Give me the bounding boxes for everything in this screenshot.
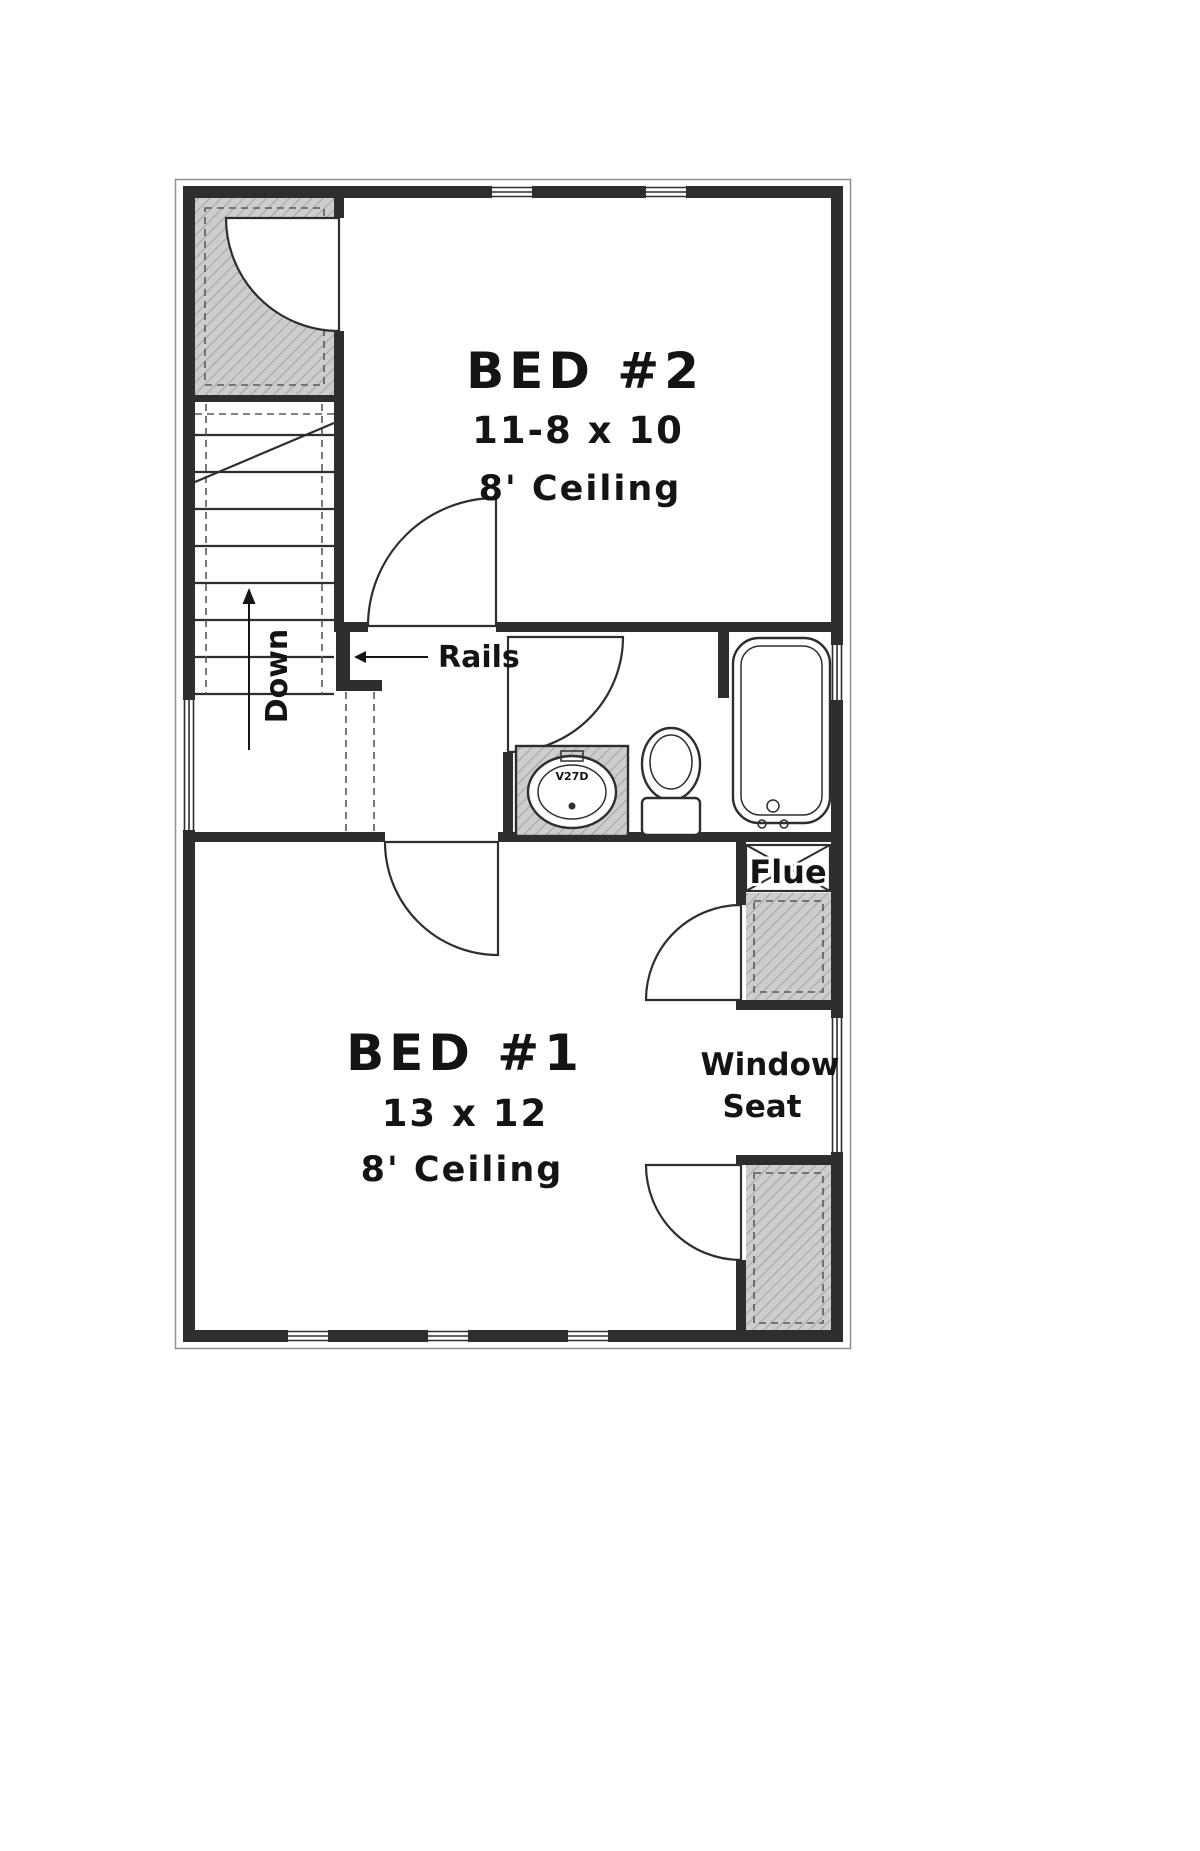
window-top-2 xyxy=(646,186,686,198)
tub-faucet-knob xyxy=(757,819,767,829)
door-swing-closet-upper-right xyxy=(644,903,743,1002)
wall xyxy=(183,1330,288,1342)
rails-label: Rails xyxy=(438,640,520,675)
sink-faucet xyxy=(560,750,584,762)
wall xyxy=(831,1152,843,1342)
wall xyxy=(831,186,843,645)
flue-x xyxy=(745,844,831,892)
wall xyxy=(736,842,746,905)
wall xyxy=(532,186,646,198)
tub-rim xyxy=(731,636,832,825)
wall xyxy=(183,832,385,842)
bed2-name: BED #2 xyxy=(466,342,704,400)
down-arrow-head xyxy=(242,588,256,604)
staircase: Down xyxy=(194,404,335,750)
bed2-ceiling: 8' Ceiling xyxy=(479,469,682,509)
wall xyxy=(686,186,843,198)
wall-tub-stub xyxy=(718,632,729,698)
toilet-bowl-inner xyxy=(649,734,693,790)
interior-walls xyxy=(183,186,843,1331)
wall xyxy=(328,1330,428,1342)
wall xyxy=(496,622,843,632)
room-labels: BED #2 11-8 x 10 8' Ceiling BED #1 13 x … xyxy=(346,342,839,1190)
bed1-ceiling: 8' Ceiling xyxy=(361,1150,564,1190)
wall xyxy=(183,830,195,1342)
door-swing-closet-lower-right xyxy=(644,1163,743,1262)
door-swing-bed1 xyxy=(383,840,500,957)
bed2-dimensions: 11-8 x 10 xyxy=(472,409,684,452)
bed1-dimensions: 13 x 12 xyxy=(382,1092,549,1135)
wall xyxy=(736,1260,746,1331)
window-bottom-2 xyxy=(428,1330,468,1342)
flue-chase: Flue xyxy=(744,843,832,894)
bathtub xyxy=(731,636,832,829)
wall xyxy=(183,186,195,700)
door-swing-bathroom xyxy=(506,635,625,754)
window-bottom-1 xyxy=(288,1330,328,1342)
window-top-1 xyxy=(492,186,532,198)
vanity-sink: V27D xyxy=(514,744,630,838)
window-left-landing xyxy=(183,700,195,830)
wall xyxy=(334,186,344,218)
rail-bar xyxy=(336,680,382,691)
window-seat-label-line1: Window xyxy=(700,1047,839,1083)
rails-leader-arrow xyxy=(354,651,366,663)
wall xyxy=(503,752,513,842)
tub-drain xyxy=(766,799,780,813)
tub-faucet-knob xyxy=(779,819,789,829)
tub-basin xyxy=(740,645,823,816)
exterior-walls xyxy=(183,186,843,1342)
down-label: Down xyxy=(260,629,295,724)
closet-shelf-dashed xyxy=(753,900,824,993)
flue-label: Flue xyxy=(749,853,826,891)
wall xyxy=(498,832,843,842)
window-bottom-3 xyxy=(568,1330,608,1342)
rail-post xyxy=(336,632,350,684)
wall xyxy=(468,1330,568,1342)
toilet-tank xyxy=(640,796,702,837)
wall-window-seat-bottom xyxy=(736,1155,843,1165)
wall xyxy=(831,700,843,1018)
door-swing-closet-top-left xyxy=(224,216,341,333)
sink-drain xyxy=(568,802,576,810)
sink-model-label: V27D xyxy=(556,770,589,783)
window-seat-label-line2: Seat xyxy=(722,1089,801,1125)
closet-shelf-dashed xyxy=(753,1172,824,1324)
window-right-tub xyxy=(831,645,843,700)
wall xyxy=(194,395,334,402)
doors xyxy=(224,216,743,1262)
closet-hatch xyxy=(746,893,831,1000)
bed1-name: BED #1 xyxy=(346,1024,584,1082)
stair-break-line xyxy=(194,421,335,484)
wall xyxy=(334,331,344,632)
closet-hatch xyxy=(746,1165,831,1331)
toilet xyxy=(640,726,702,837)
bathroom: V27D xyxy=(514,636,832,838)
wall xyxy=(608,1330,843,1342)
window-right-seat xyxy=(831,1018,843,1152)
sink-bowl-inner xyxy=(537,764,607,820)
stair-railing xyxy=(345,692,375,832)
rails-callout: Rails xyxy=(354,640,520,675)
sink-bowl xyxy=(526,754,618,830)
door-swing-bed2 xyxy=(366,496,498,628)
windows xyxy=(183,186,843,1342)
wall-window-seat-top xyxy=(736,1000,843,1010)
closet-lower-right xyxy=(746,1165,831,1331)
wall xyxy=(334,622,368,632)
closet-upper-right xyxy=(746,893,831,1000)
foundation-outline xyxy=(174,178,852,1350)
